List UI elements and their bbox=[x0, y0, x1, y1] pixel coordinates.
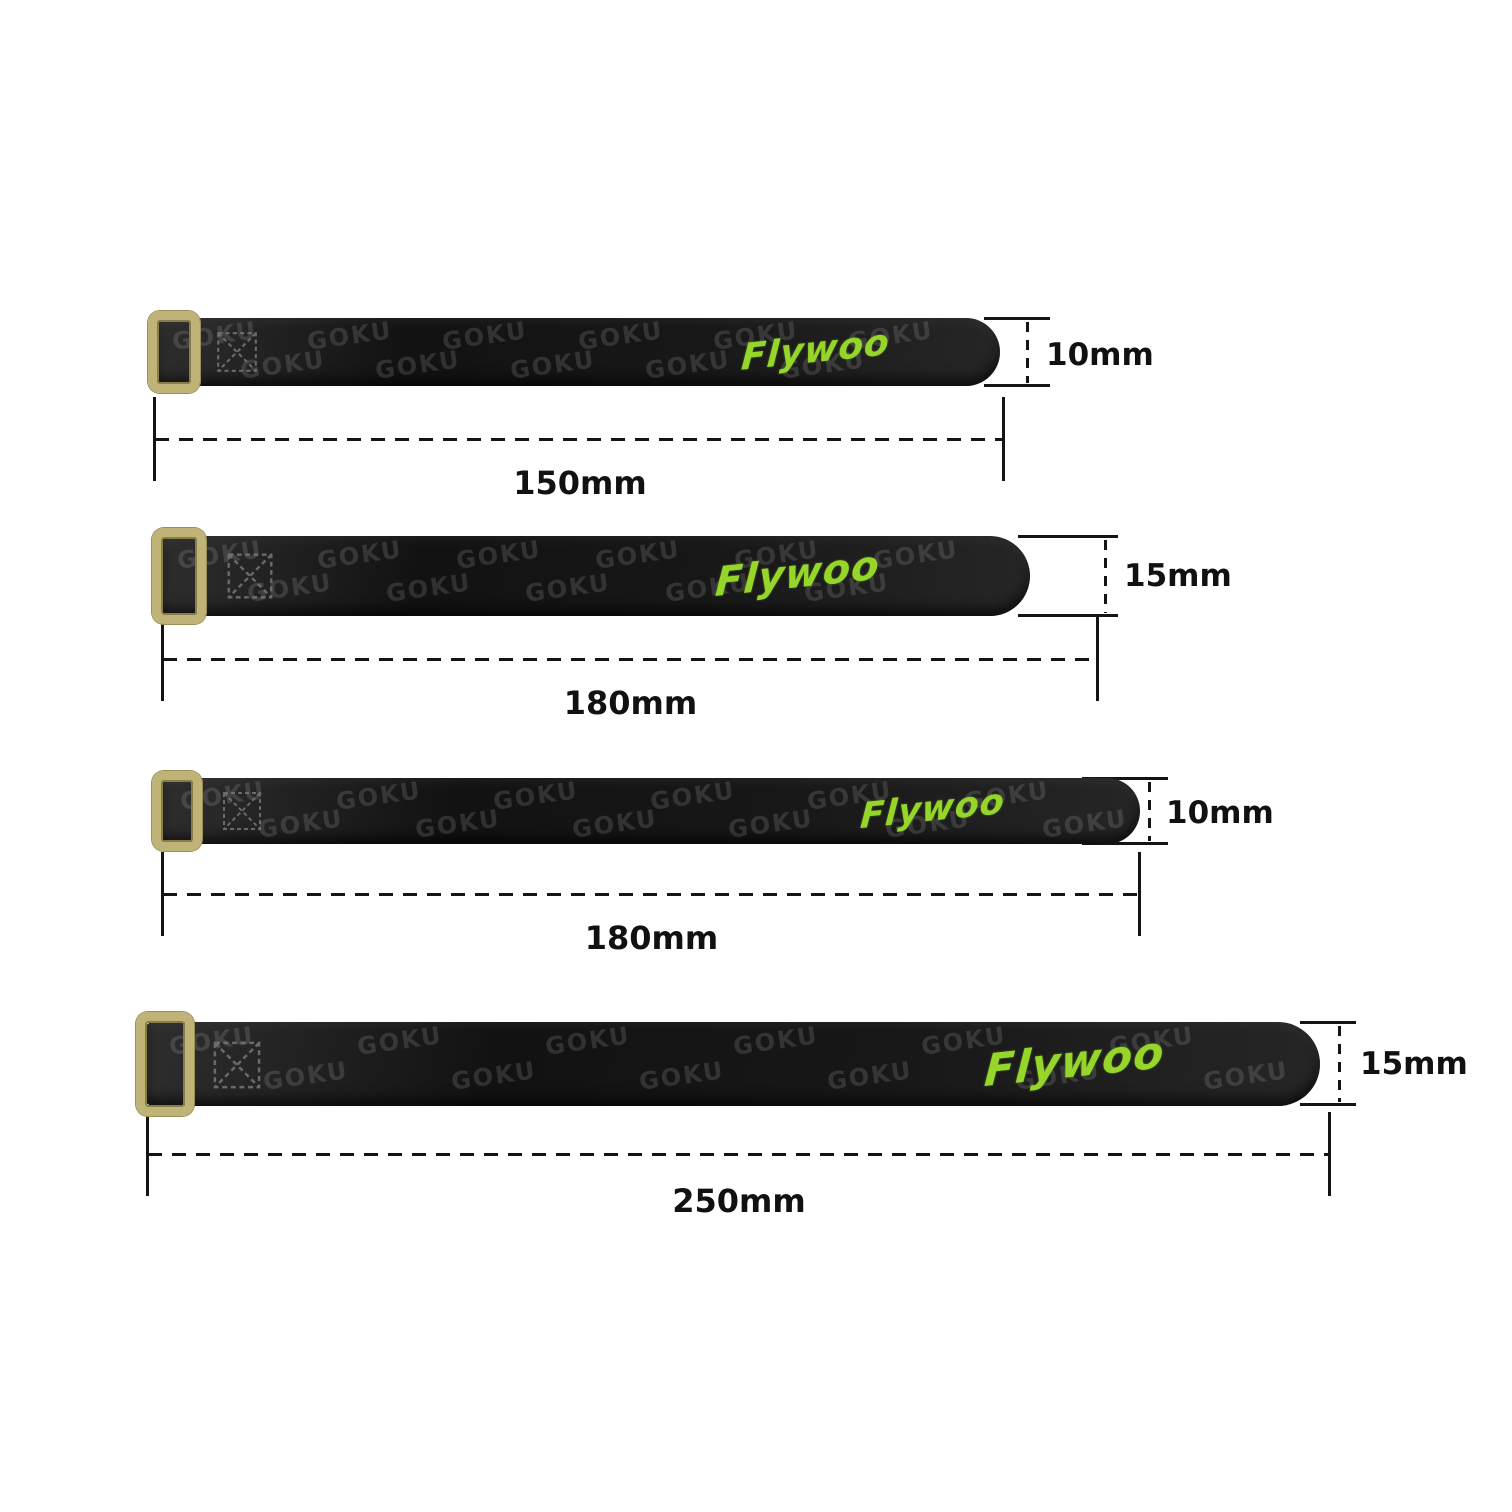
buckle bbox=[136, 1012, 194, 1116]
goku-watermark-text: GOKU bbox=[593, 536, 683, 575]
goku-watermark-text: GOKU bbox=[648, 778, 738, 816]
length-end-bar-left bbox=[161, 617, 164, 701]
length-dimension-label: 250mm bbox=[672, 1182, 806, 1220]
goku-watermark-text: GOKU bbox=[1040, 803, 1130, 844]
goku-watermark-text: GOKU bbox=[334, 778, 424, 816]
length-dimension-label: 180mm bbox=[584, 919, 719, 957]
goku-watermark-text: GOKU bbox=[454, 536, 544, 575]
width-dimension-label: 10mm bbox=[1046, 337, 1154, 373]
stitch-box-icon bbox=[223, 792, 261, 830]
goku-watermark-text: GOKU bbox=[570, 803, 659, 844]
length-dimension-line bbox=[148, 1153, 1330, 1156]
width-extension-line-top bbox=[1018, 535, 1118, 538]
length-dimension-label: 150mm bbox=[513, 464, 647, 502]
width-dimension-line bbox=[1148, 782, 1151, 841]
goku-watermark-text: GOKU bbox=[260, 1056, 350, 1097]
goku-watermark-text: GOKU bbox=[636, 1056, 726, 1097]
goku-watermark-text: GOKU bbox=[871, 536, 961, 575]
width-extension-line-top bbox=[1300, 1021, 1356, 1024]
width-extension-line-bottom bbox=[1300, 1103, 1356, 1106]
goku-watermark-text: GOKU bbox=[730, 1022, 820, 1061]
buckle bbox=[152, 771, 202, 851]
length-end-bar-left bbox=[153, 397, 156, 481]
width-dimension-line bbox=[1026, 322, 1029, 383]
goku-watermark-text: GOKU bbox=[726, 803, 816, 844]
width-dimension-line bbox=[1104, 540, 1107, 613]
length-dimension-line bbox=[155, 438, 1005, 441]
goku-watermark-text: GOKU bbox=[824, 1056, 914, 1097]
length-end-bar-left bbox=[146, 1112, 149, 1196]
width-extension-line-bottom bbox=[984, 384, 1050, 387]
width-dimension-line bbox=[1338, 1026, 1341, 1102]
length-dimension-line bbox=[163, 893, 1140, 896]
length-dimension-label: 180mm bbox=[563, 684, 698, 722]
buckle bbox=[148, 311, 200, 393]
goku-watermark-text: GOKU bbox=[413, 803, 503, 844]
width-extension-line-top bbox=[1082, 777, 1168, 780]
goku-watermark-text: GOKU bbox=[448, 1056, 538, 1097]
width-extension-line-top bbox=[984, 317, 1050, 320]
stitch-box-icon bbox=[213, 1041, 261, 1089]
length-dimension-line bbox=[163, 658, 1098, 661]
goku-watermark-text: GOKU bbox=[305, 318, 395, 356]
goku-watermark-text: GOKU bbox=[256, 803, 346, 844]
length-end-bar-left bbox=[161, 852, 164, 936]
goku-watermark-text: GOKU bbox=[354, 1022, 444, 1061]
goku-watermark-text: GOKU bbox=[1200, 1056, 1290, 1097]
stitch-box-icon bbox=[217, 332, 257, 372]
goku-watermark-text: GOKU bbox=[315, 536, 404, 575]
width-extension-line-bottom bbox=[1018, 614, 1118, 617]
width-extension-line-bottom bbox=[1082, 842, 1168, 845]
width-dimension-label: 15mm bbox=[1124, 558, 1232, 594]
goku-watermark-text: GOKU bbox=[440, 318, 530, 356]
goku-watermark-text: GOKU bbox=[491, 778, 581, 816]
buckle bbox=[152, 528, 206, 624]
goku-watermark-text: GOKU bbox=[575, 318, 665, 356]
width-dimension-label: 15mm bbox=[1360, 1046, 1468, 1082]
goku-watermark-text: GOKU bbox=[542, 1022, 632, 1061]
width-dimension-label: 10mm bbox=[1166, 795, 1274, 831]
stitch-box-icon bbox=[227, 553, 273, 599]
